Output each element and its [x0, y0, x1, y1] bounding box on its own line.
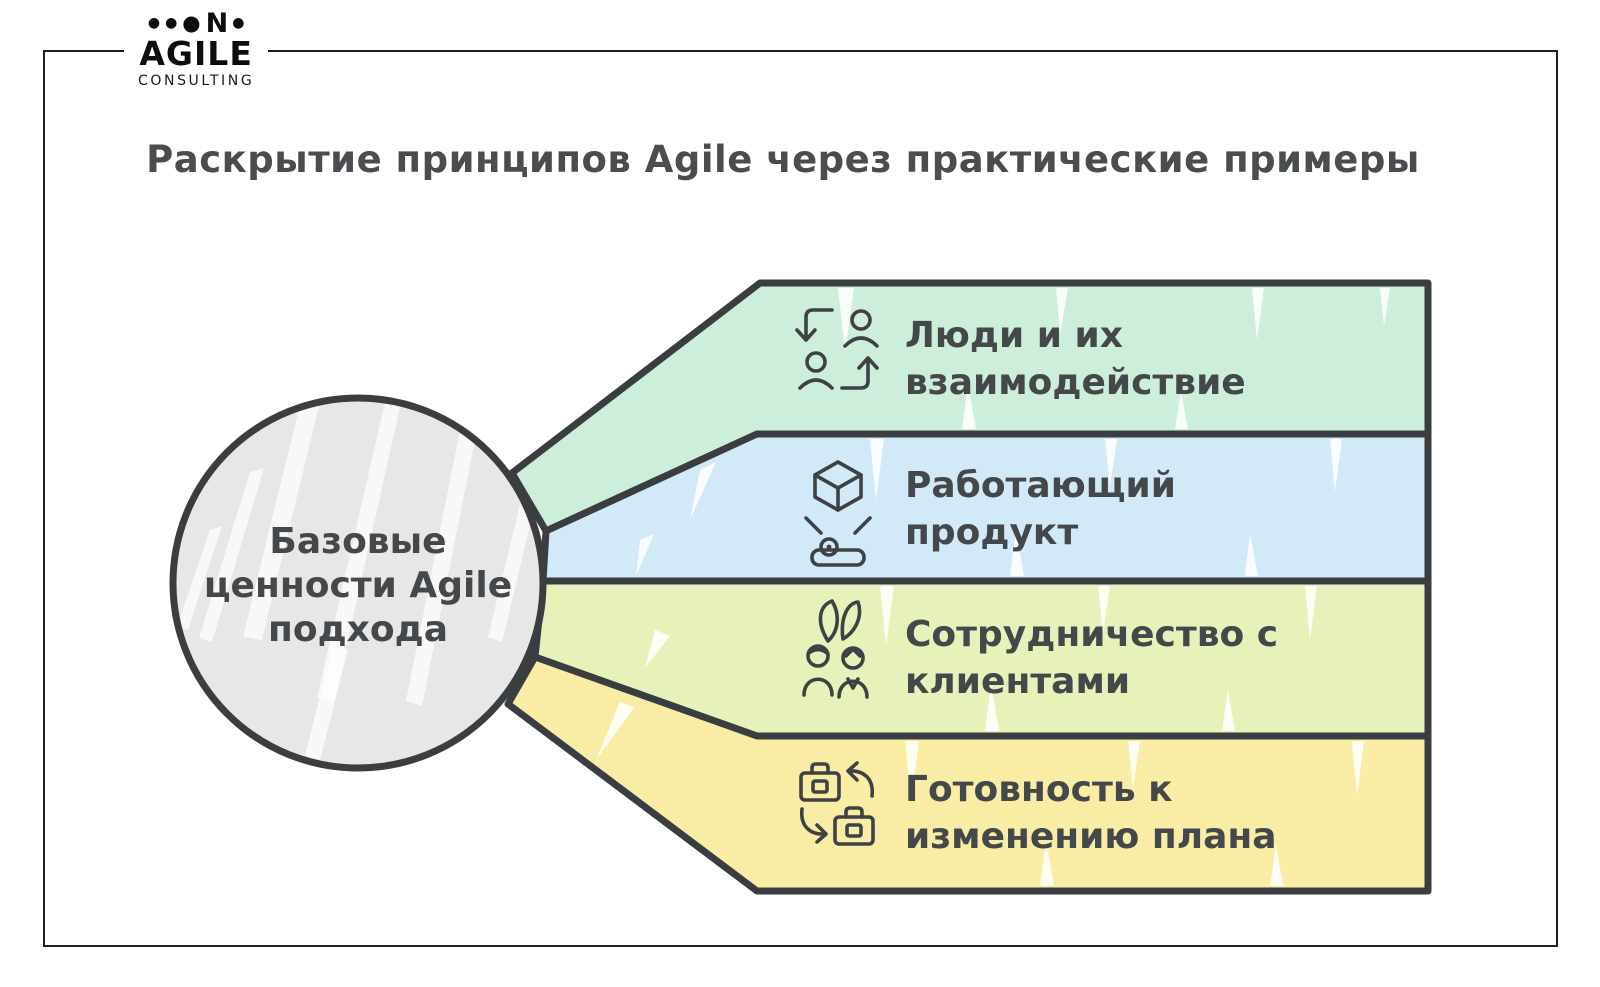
icon-stroke [826, 544, 832, 550]
texture-streak [1098, 586, 1110, 634]
icon-stroke [818, 599, 839, 643]
icon-stroke [847, 769, 875, 798]
texture-streak [243, 402, 320, 640]
band-labels: Люди и их взаимодействие Работающий прод… [905, 315, 1278, 857]
texture-streak [1245, 534, 1258, 576]
icon-stroke [805, 351, 827, 373]
icon-stroke [799, 807, 827, 836]
band-label-line1: Люди и их [905, 315, 1123, 356]
texture-streak [1305, 586, 1317, 640]
icon-stroke [837, 679, 869, 699]
core-values-circle-texture [177, 402, 535, 760]
icon-stroke [798, 378, 834, 390]
working-product-hologram-icon [804, 460, 872, 567]
icon-stroke [844, 806, 864, 819]
plan-change-icon [799, 761, 875, 846]
people-exchange-icon [795, 308, 879, 390]
icon-stroke [840, 358, 870, 390]
core-values-label-line: Базовые [269, 521, 446, 562]
core-values-label: Базовые ценности Agile подхода [204, 521, 512, 650]
value-bands [504, 279, 1432, 895]
band-label-line2: взаимодействие [905, 362, 1246, 403]
icon-stroke [845, 823, 863, 838]
icon-stroke [844, 647, 862, 658]
brand-logo: ● ● ● N ● AGILE CONSULTING [124, 7, 269, 92]
texture-streak [1056, 288, 1068, 334]
texture-streak [317, 402, 402, 702]
texture-streak [1270, 844, 1283, 886]
texture-streak [1128, 741, 1140, 788]
texture-streak [690, 462, 716, 520]
page-title: Раскрытие принципов Agile через практиче… [146, 138, 1420, 181]
icon-stroke [806, 644, 830, 668]
texture-streak [177, 526, 222, 630]
texture-streak [1352, 741, 1364, 796]
texture-streak [880, 586, 894, 646]
logo-dot: ● [182, 10, 201, 35]
texture-streak [1380, 288, 1390, 326]
texture-streak [1105, 439, 1117, 486]
brand-subtitle: CONSULTING [138, 73, 255, 89]
band-label-line2: клиентами [905, 661, 1130, 702]
icon-stroke [850, 309, 872, 331]
icon-stroke [804, 516, 823, 535]
texture-streak [838, 288, 854, 352]
icon-stroke [843, 336, 879, 348]
texture-streak [870, 439, 884, 500]
texture-streak [596, 702, 634, 760]
logo-dot: ● [147, 15, 161, 31]
texture-streak [1252, 288, 1264, 340]
logo-letter: N [205, 7, 229, 39]
brand-name: AGILE [139, 34, 253, 73]
icon-stroke [846, 761, 859, 782]
icon-stroke [802, 677, 834, 697]
texture-streak [1175, 392, 1188, 429]
texture-streak [636, 534, 654, 576]
band-label-line1: Сотрудничество с [905, 614, 1278, 655]
icon-stroke [799, 771, 841, 802]
icon-stroke [840, 600, 862, 641]
icon-stroke [819, 537, 839, 557]
icon-stroke [846, 677, 860, 690]
band-plan-change [504, 653, 1432, 895]
texture-streaks [596, 288, 1390, 886]
frame-border [43, 50, 1558, 947]
texture-streak [962, 384, 976, 429]
icon-stroke [857, 356, 879, 370]
icon-stroke [853, 516, 872, 535]
icon-stroke [815, 823, 828, 844]
texture-streak [985, 684, 999, 731]
band-label-line2: изменению плана [905, 816, 1277, 857]
brand-logo-mark: ● ● ● N ● [138, 7, 254, 39]
icon-stroke [833, 815, 875, 846]
core-values-label-line: подхода [268, 609, 448, 650]
texture-streak [1010, 528, 1024, 576]
icon-stroke [807, 647, 829, 655]
texture-streak [905, 741, 919, 800]
icon-stroke [810, 762, 830, 775]
texture-streak [305, 648, 348, 760]
core-values-label-line: ценности Agile [204, 565, 512, 606]
band-label-line1: Работающий [905, 465, 1176, 506]
texture-streak [406, 420, 478, 706]
icon-stroke [804, 308, 834, 340]
texture-streak [1330, 439, 1342, 492]
band-label-line2: продукт [905, 512, 1078, 553]
icon-stroke [811, 779, 829, 794]
texture-streak [645, 630, 670, 668]
band-label-line1: Готовность к [905, 769, 1173, 810]
texture-streak [1040, 840, 1054, 886]
texture-streak [199, 468, 264, 642]
texture-streak [1222, 690, 1235, 731]
logo-dot: ● [165, 15, 178, 31]
texture-streak [488, 500, 535, 642]
logo-dot: ● [232, 15, 245, 31]
customer-collaboration-icon [802, 599, 869, 699]
icon-stroke [795, 328, 817, 342]
